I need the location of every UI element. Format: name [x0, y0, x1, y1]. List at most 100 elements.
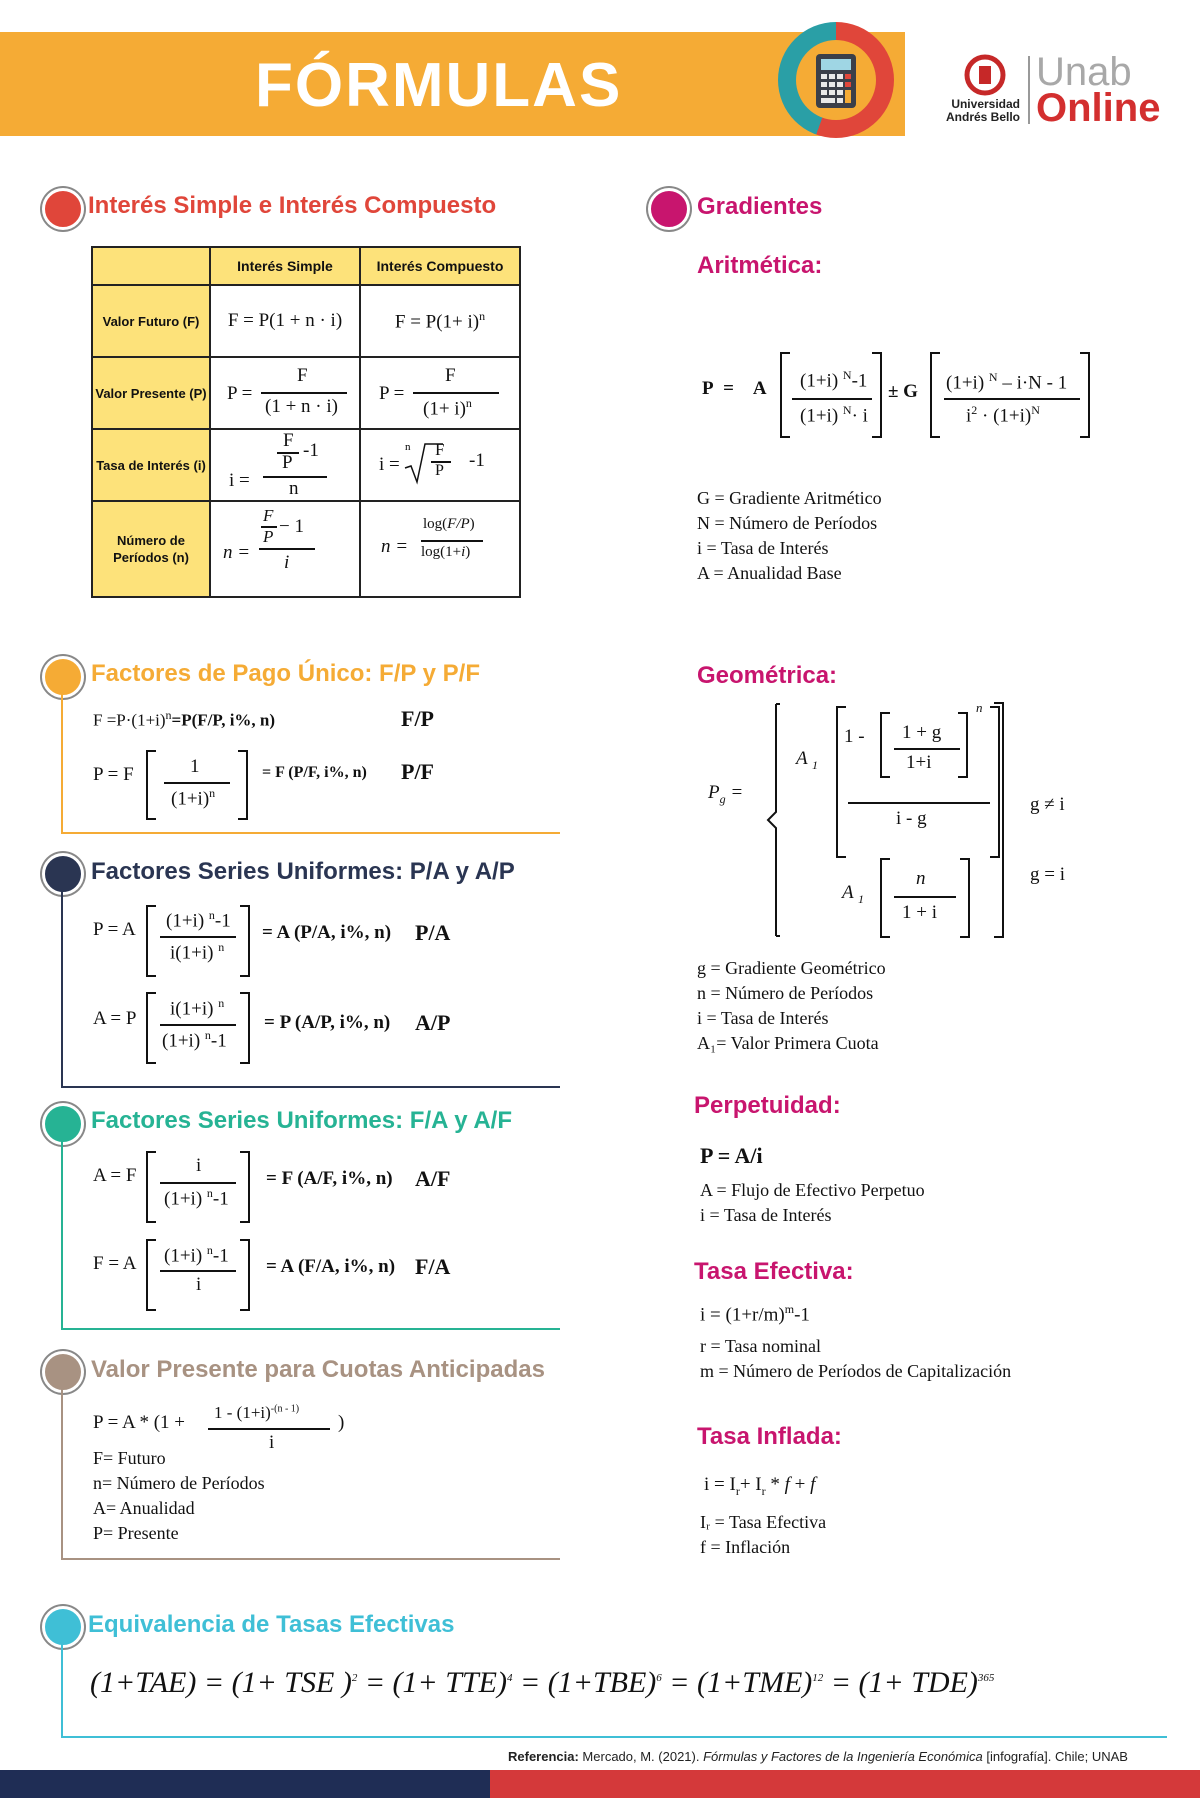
- formula-pf: = F (P/F, i%, n): [262, 764, 367, 781]
- formula-inflada: i = Ir+ Ir * f + f: [704, 1474, 816, 1498]
- formula-efectiva: i = (1+r/m)m-1: [700, 1302, 810, 1326]
- def-anualidad: A= Anualidad: [93, 1498, 195, 1518]
- formula-ap: = P (A/P, i%, n): [264, 1012, 391, 1033]
- formula-fp: F =P·(1+i)n=P(F/P, i%, n): [93, 708, 276, 730]
- tag-ap: A/P: [415, 1010, 451, 1035]
- reference-tail: [infografía]. Chile; UNAB: [982, 1749, 1128, 1764]
- defs-inflada: Iᵣ = Tasa Efectiva f = Inflación: [700, 1510, 826, 1560]
- defs-perpetuidad: A = Flujo de Efectivo Perpetuo i = Tasa …: [700, 1178, 925, 1228]
- section-frame-teal: [61, 1140, 560, 1330]
- row-label-periods: Número de Períodos (n): [91, 500, 211, 598]
- university-crest-icon: [962, 54, 1008, 101]
- section-dot-teal: [42, 1103, 84, 1145]
- formula-fp-a: F =P·(1+i): [93, 710, 166, 730]
- formula-equivalencia: (1+TAE) = (1+ TSE )2 = (1+ TTE)4 = (1+TB…: [90, 1666, 995, 1699]
- subtitle-aritmetica: Aritmética:: [697, 252, 823, 279]
- def-tasa-efectiva: Iᵣ = Tasa Efectiva: [700, 1512, 827, 1532]
- tag-fp: F/P: [401, 706, 434, 731]
- section-dot-taupe: [42, 1351, 84, 1393]
- footer-band-red: [490, 1770, 1200, 1798]
- formula-pa-lhs: P = A: [93, 919, 136, 940]
- section-title-unico: Factores de Pago Único: F/P y P/F: [91, 660, 480, 687]
- section-title-simple: Interés Simple e Interés Compuesto: [88, 192, 497, 219]
- defs-aritmetica: G = Gradiente Aritmético N = Número de P…: [697, 486, 882, 586]
- section-title-uniformes1: Factores Series Uniformes: P/A y A/P: [91, 858, 515, 885]
- defs-anticipadas: F= Futuro n= Número de Períodos A= Anual…: [93, 1446, 265, 1546]
- def-inflacion: f = Inflación: [700, 1537, 791, 1557]
- subtitle-perpetuidad: Perpetuidad:: [694, 1092, 841, 1119]
- condition-g-neq-i: g ≠ i: [1030, 794, 1065, 815]
- section-frame-taupe: [61, 1388, 560, 1560]
- section-title-anticipadas: Valor Presente para Cuotas Anticipadas: [91, 1356, 545, 1383]
- subtitle-inflada: Tasa Inflada:: [697, 1423, 842, 1450]
- def-capitalizacion: m = Número de Períodos de Capitalización: [700, 1361, 1012, 1381]
- section-dot-red: [42, 188, 84, 230]
- formula-pf-lhs: P = F: [93, 764, 134, 785]
- formula-af: = F (A/F, i%, n): [266, 1168, 393, 1189]
- def-gradiente-aritmetico: G = Gradiente Aritmético: [697, 488, 882, 508]
- formula-fa: = A (F/A, i%, n): [266, 1256, 396, 1277]
- footer-band-navy: [0, 1770, 490, 1798]
- reference-author: Mercado, M. (2021).: [578, 1749, 704, 1764]
- formula-pa: = A (P/A, i%, n): [262, 922, 392, 943]
- subtitle-efectiva: Tasa Efectiva:: [694, 1258, 854, 1285]
- formula-ap-lhs: A = P: [93, 1008, 137, 1029]
- interest-table: Interés Simple Interés Compuesto Valor F…: [91, 246, 521, 598]
- formula-perpetuidad: P = A/i: [700, 1143, 763, 1168]
- svg-text:n: n: [405, 441, 411, 453]
- section-frame-cyan: [61, 1644, 1167, 1738]
- formula-geometrica: Pg =: [708, 782, 744, 806]
- row-label-present: Valor Presente (P): [91, 356, 211, 430]
- geometric-brace: [766, 703, 780, 937]
- tag-pf: P/F: [401, 759, 434, 784]
- logo-unab: Unab: [1036, 50, 1132, 94]
- formula-anticipada: P = A * (1 +: [93, 1412, 185, 1433]
- logo-university-name: Universidad Andrés Bello: [946, 97, 1021, 124]
- def-numero-periodos: N = Número de Períodos: [697, 513, 878, 533]
- section-frame-navy: [61, 890, 560, 1088]
- formula-fp-b: =P(F/P, i%, n): [171, 710, 276, 730]
- formula-af-lhs: A = F: [93, 1165, 137, 1186]
- def-anualidad-base: A = Anualidad Base: [697, 563, 842, 583]
- section-title-gradientes: Gradientes: [697, 193, 823, 220]
- reference-label: Referencia:: [508, 1749, 579, 1764]
- section-title-uniformes2: Factores Series Uniformes: F/A y A/F: [91, 1107, 513, 1134]
- def-periodos: n= Número de Períodos: [93, 1473, 265, 1493]
- formula-fa-lhs: F = A: [93, 1253, 137, 1274]
- def-flujo-perpetuo: A = Flujo de Efectivo Perpetuo: [700, 1180, 925, 1200]
- section-dot-navy: [42, 853, 84, 895]
- subtitle-geometrica: Geométrica:: [697, 662, 838, 689]
- reference: Referencia: Mercado, M. (2021). Fórmulas…: [508, 1749, 1128, 1764]
- section-dot-cyan: [42, 1606, 84, 1648]
- row-label-future: Valor Futuro (F): [91, 284, 211, 358]
- logo-divider: [1028, 56, 1030, 124]
- def-futuro: F= Futuro: [93, 1448, 166, 1468]
- def-tasa-nominal: r = Tasa nominal: [700, 1336, 822, 1356]
- reference-work: Fórmulas y Factores de la Ingeniería Eco…: [703, 1749, 983, 1764]
- section-frame-orange: [61, 692, 560, 834]
- calculator-icon: [796, 40, 876, 120]
- def-primera-cuota: A₁= Valor Primera Cuota: [697, 1033, 879, 1053]
- def-presente: P= Presente: [93, 1523, 179, 1543]
- def-tasa-interes-geo: i = Tasa de Interés: [697, 1008, 829, 1028]
- page-title: FÓRMULAS: [255, 51, 623, 120]
- section-title-equivalencia: Equivalencia de Tasas Efectivas: [88, 1611, 455, 1638]
- row-label-rate: Tasa de Interés (i): [91, 428, 211, 502]
- def-tasa-perpetuidad: i = Tasa de Interés: [700, 1205, 832, 1225]
- tag-fa: F/A: [415, 1254, 451, 1279]
- defs-geometrica: g = Gradiente Geométrico n = Número de P…: [697, 956, 886, 1056]
- table-header-simple: Interés Simple: [209, 246, 361, 286]
- section-dot-magenta: [648, 188, 690, 230]
- condition-g-eq-i: g = i: [1030, 864, 1065, 885]
- formula-aritmetica: P = A: [702, 378, 767, 399]
- defs-efectiva: r = Tasa nominal m = Número de Períodos …: [700, 1334, 1011, 1384]
- tag-pa: P/A: [415, 920, 451, 945]
- tag-af: A/F: [415, 1166, 451, 1191]
- header-band: [0, 32, 905, 136]
- def-tasa-interes: i = Tasa de Interés: [697, 538, 829, 558]
- table-header-compound: Interés Compuesto: [359, 246, 521, 286]
- def-numero-periodos-geo: n = Número de Períodos: [697, 983, 874, 1003]
- section-dot-orange: [42, 656, 84, 698]
- def-gradiente-geometrico: g = Gradiente Geométrico: [697, 958, 886, 978]
- logo-online: Online: [1036, 86, 1161, 130]
